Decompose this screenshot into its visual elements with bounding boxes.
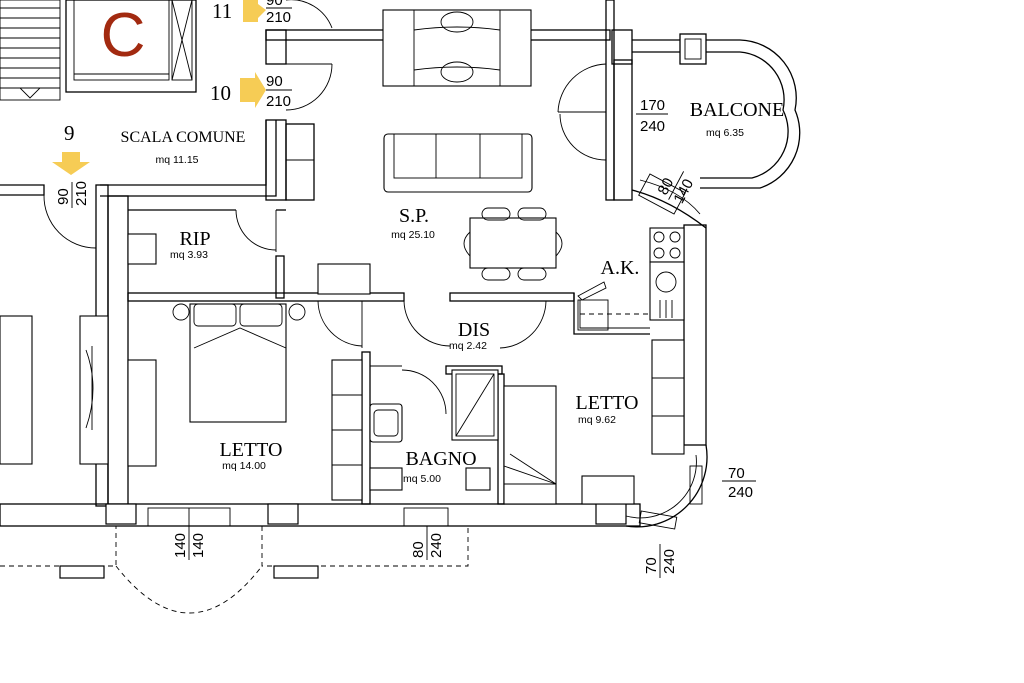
letto-1-label: LETTO <box>220 439 283 461</box>
dis-label: DIS <box>458 319 490 341</box>
bagno-label: BAGNO <box>405 448 476 470</box>
door-arrow-icon <box>52 152 90 175</box>
bagno-area: mq 5.00 <box>403 473 441 485</box>
bay-right-height: 240 <box>728 484 753 501</box>
svg-text:10: 10 <box>210 81 231 105</box>
corner-window-height: 140 <box>670 176 697 206</box>
rip-area: mq 3.93 <box>170 249 208 261</box>
svg-text:90: 90 <box>55 188 72 205</box>
dis-area: mq 2.42 <box>449 340 487 352</box>
letto-2-label: LETTO <box>576 392 639 414</box>
corner-window-width: 80 <box>655 175 678 198</box>
svg-text:210: 210 <box>266 93 291 110</box>
balcone-area: mq 6.35 <box>706 127 744 139</box>
svg-text:90: 90 <box>266 0 283 9</box>
bay-bottom-height: 240 <box>661 549 678 574</box>
letto-window-height: 140 <box>190 533 207 558</box>
sp-area: mq 25.10 <box>391 229 435 241</box>
bagno-window-height: 240 <box>428 533 445 558</box>
ak-label: A.K. <box>601 257 640 279</box>
door-arrow-icon <box>240 72 266 108</box>
stair-arrow-icon <box>18 87 42 99</box>
balcone-label: BALCONE <box>690 99 784 121</box>
door-arrow-icon <box>243 0 266 22</box>
scala-comune-label: SCALA COMUNE <box>121 129 246 146</box>
balcone-door-height: 240 <box>640 118 665 135</box>
staircase-letter: C <box>101 1 146 70</box>
floor-marker-9: 9 90 210 <box>52 121 90 208</box>
bay-bottom-width: 70 <box>643 557 660 574</box>
floor-marker-11: 11 90 210 <box>212 0 292 26</box>
svg-text:90: 90 <box>266 73 283 90</box>
svg-text:9: 9 <box>64 121 75 145</box>
doors <box>43 0 607 415</box>
bagno-window-width: 80 <box>410 541 427 558</box>
room-labels: SCALA COMUNE mq 11.15 RIP mq 3.93 S.P. m… <box>121 99 785 485</box>
rip-label: RIP <box>179 228 210 250</box>
svg-text:11: 11 <box>212 0 232 23</box>
furniture <box>0 9 685 505</box>
letto-1-area: mq 14.00 <box>222 460 266 472</box>
balcony <box>631 39 801 229</box>
bay-right-width: 70 <box>728 465 745 482</box>
floor-marker-10: 10 90 210 <box>210 72 292 110</box>
bay-window-right <box>625 444 708 530</box>
letto-window-width: 140 <box>172 533 189 558</box>
sp-label: S.P. <box>399 205 429 227</box>
balcone-door-width: 170 <box>640 97 665 114</box>
bottom-bay <box>0 507 469 614</box>
staircase: C <box>0 0 197 101</box>
letto-2-area: mq 9.62 <box>578 414 616 426</box>
svg-text:210: 210 <box>266 9 291 26</box>
scala-comune-area: mq 11.15 <box>156 154 199 166</box>
svg-text:210: 210 <box>73 181 90 206</box>
